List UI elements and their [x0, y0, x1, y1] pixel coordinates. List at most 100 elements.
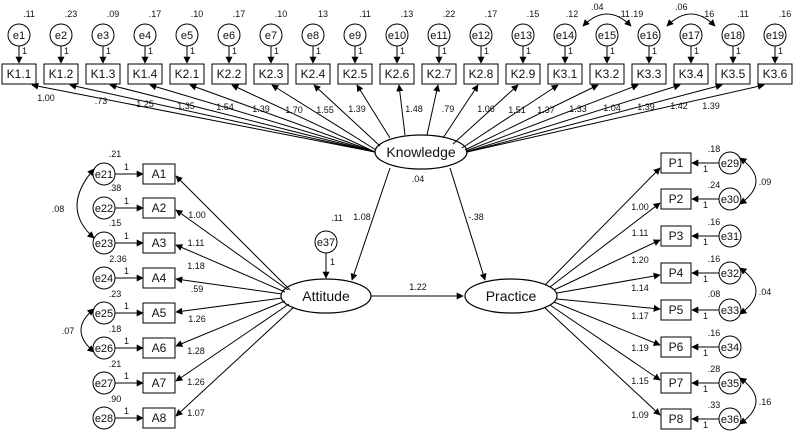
k-loading: 1.35	[177, 101, 195, 111]
k-one: 1	[736, 46, 741, 56]
k-loading: 1.70	[285, 105, 303, 115]
p-err: e30	[721, 194, 739, 206]
k-one: 1	[610, 46, 615, 56]
e37-fixed: 1	[330, 257, 335, 267]
practice-latent: Practice	[464, 278, 558, 314]
k-err: e5	[181, 30, 193, 42]
a-var: .38	[109, 183, 122, 193]
p-box: P1	[669, 156, 684, 170]
k-loading: 1.48	[405, 104, 423, 114]
p-one: 1	[703, 420, 708, 430]
path-knowledge-practice	[449, 167, 487, 281]
p-err: e32	[721, 268, 739, 280]
k-one: 1	[694, 46, 699, 56]
p-loading: 1.14	[631, 283, 649, 293]
p-err: e34	[721, 342, 739, 354]
k-err: e18	[724, 30, 742, 42]
p-box: P7	[669, 376, 684, 390]
k-err: e6	[223, 30, 235, 42]
k-one: 1	[778, 46, 783, 56]
k-var: .10	[275, 9, 288, 19]
k-err: e10	[388, 30, 406, 42]
attitude-disturbance: e37 .11 1	[314, 213, 343, 279]
k-box: K1.2	[49, 67, 74, 81]
k-one: 1	[274, 46, 279, 56]
p-one: 1	[703, 311, 708, 321]
k-loading: .79	[442, 104, 455, 114]
k-one: 1	[358, 46, 363, 56]
p-box: P4	[669, 266, 684, 280]
p-var: .16	[708, 254, 721, 264]
k-box: K3.5	[721, 67, 746, 81]
p-err: e29	[721, 158, 739, 170]
k-var: .16	[779, 9, 792, 19]
k-one: 1	[232, 46, 237, 56]
knowledge-label: Knowledge	[386, 144, 455, 160]
e37-label: e37	[317, 237, 335, 249]
a-one: 1	[124, 196, 129, 206]
k-loading: 1.06	[477, 104, 495, 114]
a-var: .15	[109, 218, 122, 228]
k-var: .11	[359, 9, 371, 19]
k-box: K2.5	[343, 67, 368, 81]
a-box: A6	[152, 341, 167, 355]
a-one: 1	[124, 301, 129, 311]
k-err: e7	[265, 30, 277, 42]
coef-knowledge-attitude: 1.08	[353, 212, 371, 222]
k-loading: 1.54	[216, 102, 234, 112]
k-loading: 1.39	[348, 104, 366, 114]
p-loading: 1.17	[631, 311, 649, 321]
a-var: 2.36	[109, 254, 127, 264]
k-box: K1.1	[7, 67, 32, 81]
p-var: .08	[708, 289, 721, 299]
k-loading: 1.55	[316, 105, 334, 115]
a-var: .18	[109, 324, 122, 334]
k-one: 1	[400, 46, 405, 56]
a-loading: .59	[191, 284, 204, 294]
p-var: .33	[708, 400, 721, 410]
k-box: K2.7	[427, 67, 452, 81]
a-one: 1	[124, 406, 129, 416]
k-box: K3.3	[637, 67, 662, 81]
cov-e29-e30-value: .09	[759, 177, 772, 187]
k-var: .09	[107, 9, 120, 19]
e37-variance: .11	[331, 213, 343, 223]
k-one: 1	[484, 46, 489, 56]
k-box: K2.1	[175, 67, 200, 81]
k-loading: 1.25	[136, 99, 154, 109]
k-err: e17	[682, 30, 700, 42]
p-var: .16	[708, 217, 721, 227]
k-one: 1	[190, 46, 195, 56]
p-loading: 1.11	[632, 228, 649, 238]
knowledge-latent: Knowledge	[374, 134, 468, 170]
a-err: e26	[95, 343, 113, 355]
a-box: A2	[152, 201, 167, 215]
k-err: e13	[514, 30, 532, 42]
k-var: .11	[737, 9, 749, 19]
cov-e16-e17-value: .06	[675, 2, 688, 12]
k-loading: 1.39	[637, 102, 655, 112]
k-loading: 1.04	[603, 103, 621, 113]
p-box: P8	[669, 412, 684, 426]
cov-e35-e36-value: .16	[759, 397, 772, 407]
p-one: 1	[703, 384, 708, 394]
a-box: A4	[152, 271, 167, 285]
a-err: e28	[95, 413, 113, 425]
a-err: e27	[95, 378, 113, 390]
